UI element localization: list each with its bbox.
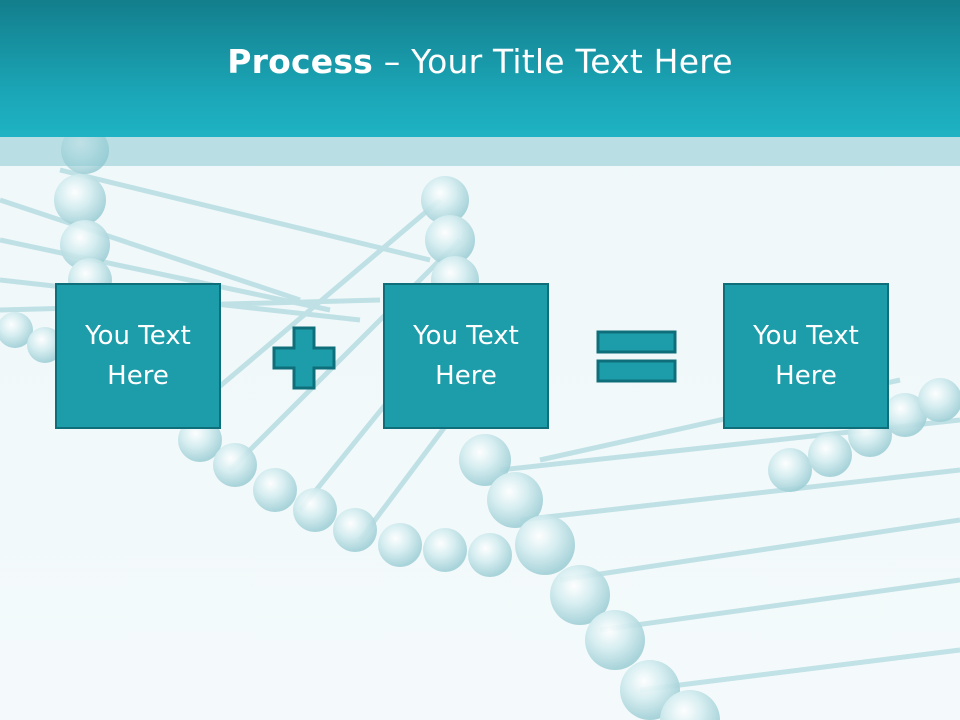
- process-box-1-text: You Text Here: [85, 321, 191, 391]
- process-box-3-text: You Text Here: [753, 321, 859, 391]
- plus-icon: [272, 326, 336, 390]
- process-box-3[interactable]: You Text Here: [723, 283, 889, 429]
- slide-title[interactable]: Process – Your Title Text Here: [227, 42, 733, 81]
- title-bold: Process: [227, 42, 374, 81]
- process-box-2[interactable]: You Text Here: [383, 283, 549, 429]
- header-accent-band: [0, 137, 960, 166]
- title-bar: Process – Your Title Text Here: [0, 0, 960, 137]
- process-box-2-text: You Text Here: [413, 321, 519, 391]
- title-rest: – Your Title Text Here: [373, 42, 733, 81]
- process-box-1[interactable]: You Text Here: [55, 283, 221, 429]
- equals-icon: [596, 330, 677, 383]
